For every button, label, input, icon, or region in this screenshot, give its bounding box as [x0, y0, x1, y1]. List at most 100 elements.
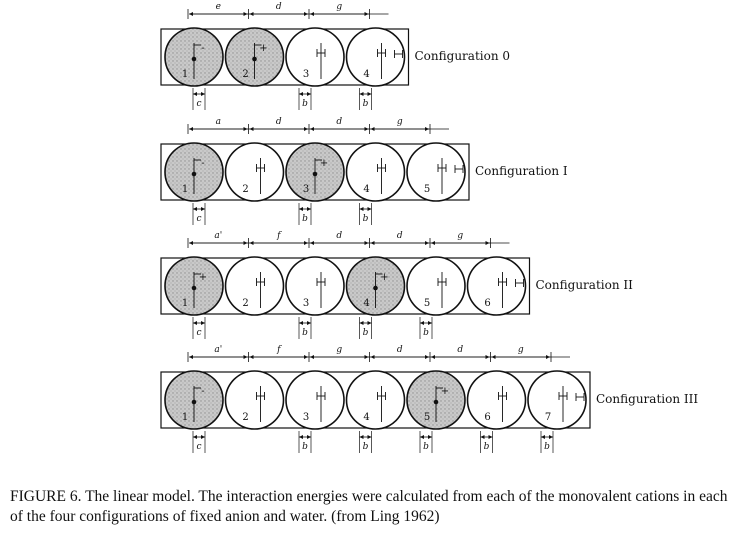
plus-sign: + — [259, 43, 267, 54]
cell-number: 3 — [303, 184, 309, 195]
bottom-dimension-label: b — [302, 328, 308, 338]
ion-dot — [191, 399, 197, 405]
water-circle — [285, 256, 345, 316]
water-circle — [527, 370, 587, 430]
top-dimension-label: f — [276, 231, 282, 241]
configuration-label: Configuration III — [596, 392, 698, 406]
bottom-dimension-label: b — [363, 99, 369, 109]
water-cell: 5 — [406, 256, 466, 316]
bottom-dimension-label: b — [302, 214, 308, 224]
bottom-dimension-label: b — [363, 442, 369, 452]
bottom-dimension-label: c — [196, 99, 201, 109]
cation-cell: +2 — [224, 27, 285, 87]
minus-sign: - — [201, 43, 204, 54]
configuration-label: Configuration 0 — [415, 49, 511, 63]
water-circle — [345, 142, 406, 202]
water-cell: 3 — [285, 256, 345, 316]
top-dimension-label: g — [336, 2, 342, 12]
bottom-dimension-label: c — [196, 214, 201, 224]
cell-number: 6 — [484, 412, 490, 423]
config-box — [160, 257, 531, 315]
cell-number: 7 — [545, 412, 551, 423]
water-circle — [345, 27, 406, 87]
bottom-dimension-label: b — [302, 99, 308, 109]
top-dimension-label: e — [216, 2, 221, 12]
water-circle — [406, 142, 466, 202]
bottom-dimension-label: b — [363, 328, 369, 338]
minus-sign: - — [201, 158, 204, 169]
ion-dot — [433, 399, 439, 405]
water-circle — [466, 370, 527, 430]
cell-number: 2 — [242, 298, 248, 309]
water-circle — [224, 256, 285, 316]
cell-number: 2 — [242, 412, 248, 423]
plus-sign: + — [441, 386, 449, 397]
bottom-dimension-label: b — [484, 442, 490, 452]
top-dimension-label: g — [336, 345, 342, 355]
minus-sign: - — [201, 386, 204, 397]
top-dimension-label: g — [397, 117, 403, 127]
water-cell: 6 — [466, 370, 527, 430]
top-dimension-label: d — [457, 345, 463, 355]
water-circle — [224, 370, 285, 430]
water-circle — [285, 27, 345, 87]
top-dimension-label: d — [397, 231, 403, 241]
top-dimension-label: f — [276, 345, 282, 355]
top-dimension-label: a' — [214, 345, 222, 355]
bottom-dimension-label: b — [544, 442, 550, 452]
bottom-dimension-label: b — [363, 214, 369, 224]
cell-number: 5 — [424, 298, 430, 309]
cell-number: 3 — [303, 412, 309, 423]
plus-sign: + — [320, 158, 328, 169]
plus-sign: + — [199, 272, 207, 283]
top-dimension-label: g — [518, 345, 524, 355]
water-cell: 3 — [285, 370, 345, 430]
configuration-label: Configuration II — [536, 278, 634, 292]
top-dimension-label: d — [336, 117, 342, 127]
water-cell: 4 — [345, 27, 406, 87]
cell-number: 4 — [363, 69, 369, 80]
ion-dot — [312, 171, 318, 177]
cell-number: 6 — [484, 298, 490, 309]
cell-number: 4 — [363, 412, 369, 423]
cation-cell: -1 — [164, 142, 224, 202]
cell-number: 1 — [182, 298, 188, 309]
top-dimension-label: d — [397, 345, 403, 355]
cation-cell: +1 — [164, 256, 224, 316]
ion-dot — [373, 285, 378, 291]
cation-cell: +3 — [285, 142, 345, 202]
configuration-label: Configuration I — [475, 164, 568, 178]
top-dimension-label: d — [276, 2, 282, 12]
cell-number: 5 — [424, 412, 430, 423]
water-cell: 3 — [285, 27, 345, 87]
cation-cell: +4 — [345, 256, 406, 316]
water-circle — [406, 256, 466, 316]
ion-dot — [191, 171, 197, 177]
cell-number: 4 — [363, 184, 369, 195]
cell-number: 2 — [242, 184, 248, 195]
top-dimension-label: a' — [214, 231, 222, 241]
water-cell: 7 — [527, 370, 587, 430]
bottom-dimension-label: b — [423, 442, 429, 452]
cell-number: 4 — [363, 298, 369, 309]
cell-number: 1 — [182, 184, 188, 195]
water-circle — [285, 370, 345, 430]
plus-sign: + — [380, 272, 388, 283]
cell-number: 1 — [182, 412, 188, 423]
cation-cell: +5 — [406, 370, 466, 430]
cell-number: 2 — [242, 69, 248, 80]
water-cell: 2 — [224, 256, 285, 316]
cation-cell: -1 — [164, 27, 224, 87]
top-dimension-label: a — [216, 117, 221, 127]
cation-cell: -1 — [164, 370, 224, 430]
cell-number: 1 — [182, 69, 188, 80]
ion-dot — [191, 56, 197, 62]
top-dimension-label: d — [276, 117, 282, 127]
figure-caption: FIGURE 6. The linear model. The interact… — [10, 488, 728, 525]
water-cell: 6 — [466, 256, 527, 316]
